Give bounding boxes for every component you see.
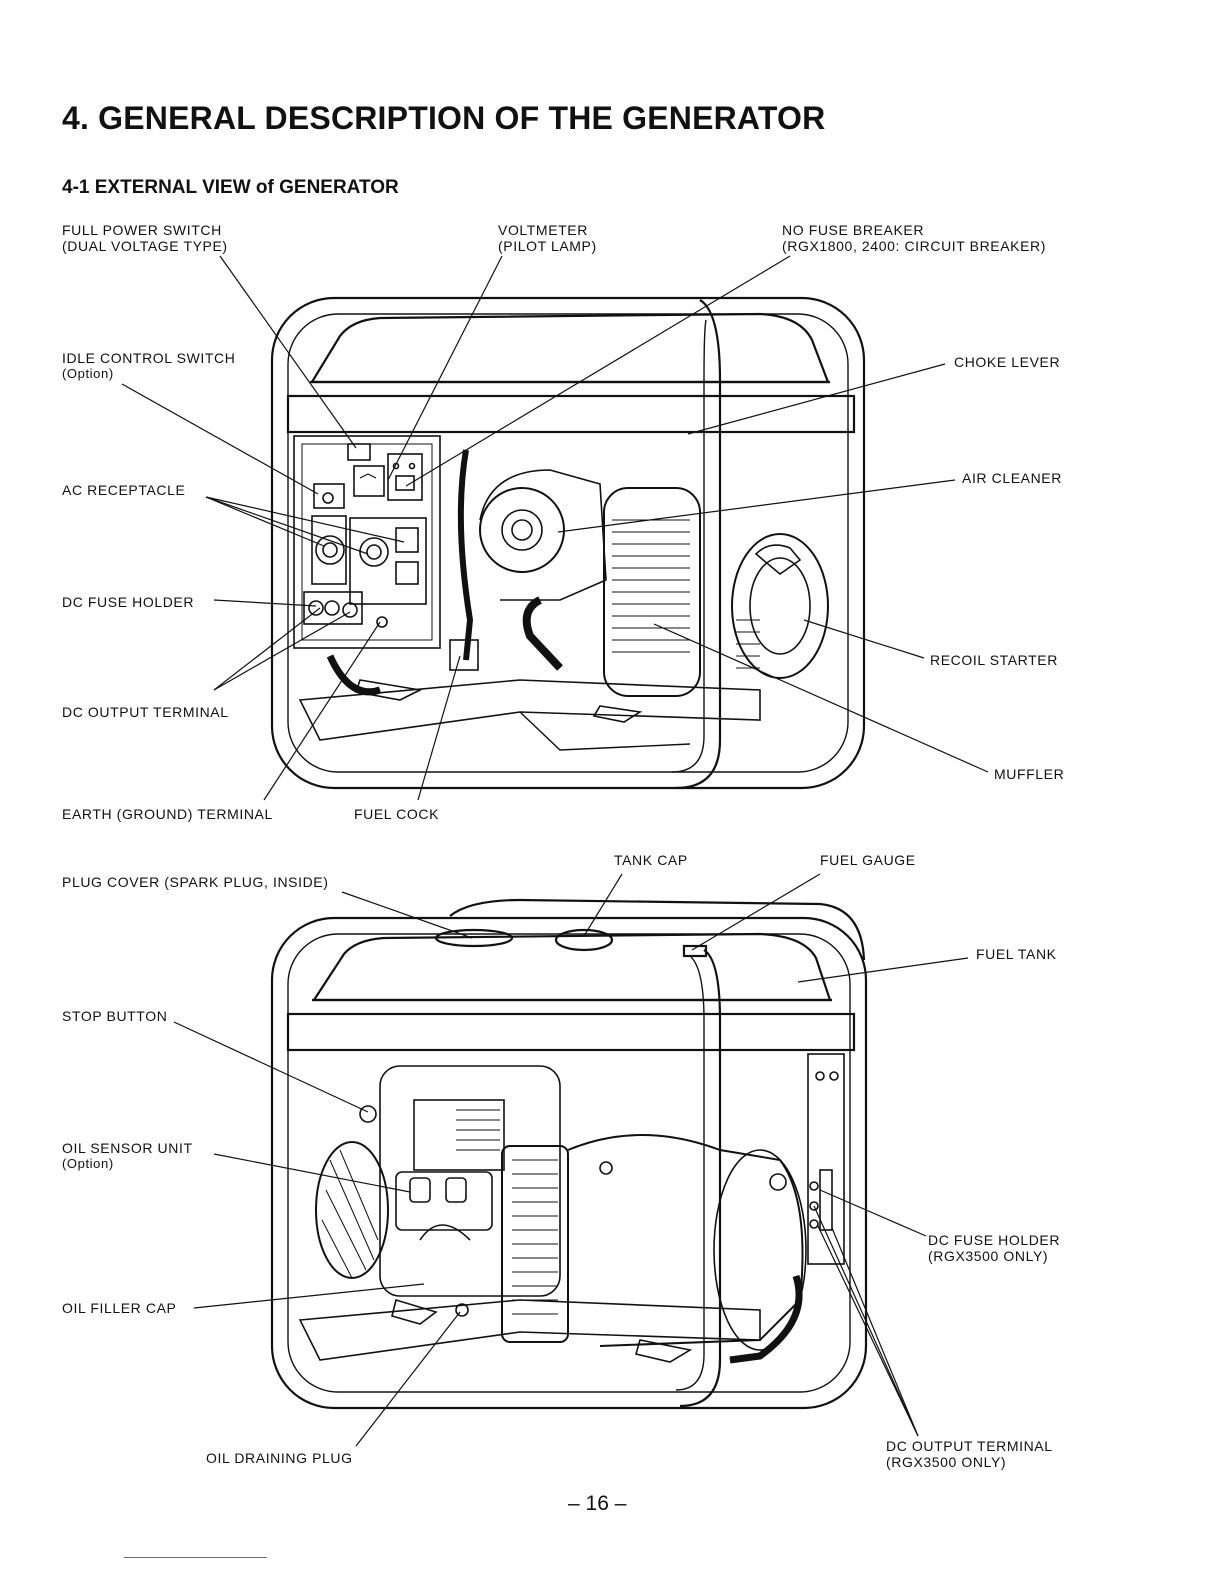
label-stop-button: STOP BUTTON xyxy=(62,1008,168,1024)
footer-rule xyxy=(124,1557,267,1558)
page-heading: 4. GENERAL DESCRIPTION OF THE GENERATOR xyxy=(62,100,826,136)
label-oil-sensor-unit: OIL SENSOR UNIT (Option) xyxy=(62,1140,193,1172)
label-fuel-gauge: FUEL GAUGE xyxy=(820,852,916,868)
label-voltmeter-title: VOLTMETER xyxy=(498,222,588,238)
label-dc-fuse-holder-front: DC FUSE HOLDER xyxy=(62,594,195,610)
label-no-fuse-breaker-title: NO FUSE BREAKER xyxy=(782,222,925,238)
label-idle-control-switch-note: (Option) xyxy=(62,366,114,381)
label-dc-fuse-holder-rear-note: (RGX3500 ONLY) xyxy=(928,1248,1049,1264)
label-dc-fuse-holder-rear-title: DC FUSE HOLDER xyxy=(928,1232,1061,1248)
label-oil-sensor-unit-title: OIL SENSOR UNIT xyxy=(62,1140,193,1156)
label-voltmeter-note: (PILOT LAMP) xyxy=(498,238,597,254)
label-idle-control-switch-title: IDLE CONTROL SWITCH xyxy=(62,350,236,366)
label-idle-control-switch: IDLE CONTROL SWITCH (Option) xyxy=(62,350,235,382)
label-dc-output-terminal-front: DC OUTPUT TERMINAL xyxy=(62,704,229,720)
label-full-power-switch: FULL POWER SWITCH (DUAL VOLTAGE TYPE) xyxy=(62,222,228,254)
label-dc-output-terminal-rear-title: DC OUTPUT TERMINAL xyxy=(886,1438,1053,1454)
label-voltmeter: VOLTMETER (PILOT LAMP) xyxy=(498,222,597,254)
label-full-power-switch-title: FULL POWER SWITCH xyxy=(62,222,222,238)
section-heading: 4-1 EXTERNAL VIEW of GENERATOR xyxy=(62,177,399,198)
label-ac-receptacle: AC RECEPTACLE xyxy=(62,482,186,498)
label-choke-lever: CHOKE LEVER xyxy=(954,354,1061,370)
label-dc-output-terminal-rear-note: (RGX3500 ONLY) xyxy=(886,1454,1007,1470)
label-earth-terminal: EARTH (GROUND) TERMINAL xyxy=(62,806,273,822)
label-muffler: MUFFLER xyxy=(994,766,1065,782)
label-no-fuse-breaker-note: (RGX1800, 2400: CIRCUIT BREAKER) xyxy=(782,238,1047,254)
label-dc-output-terminal-rear: DC OUTPUT TERMINAL (RGX3500 ONLY) xyxy=(886,1438,1053,1470)
label-fuel-tank: FUEL TANK xyxy=(976,946,1057,962)
label-oil-filler-cap: OIL FILLER CAP xyxy=(62,1300,177,1316)
label-tank-cap: TANK CAP xyxy=(614,852,688,868)
label-plug-cover: PLUG COVER (SPARK PLUG, INSIDE) xyxy=(62,874,329,890)
label-fuel-cock: FUEL COCK xyxy=(354,806,440,822)
page-number: – 16 – xyxy=(568,1492,627,1515)
label-full-power-switch-note: (DUAL VOLTAGE TYPE) xyxy=(62,238,228,254)
label-recoil-starter: RECOIL STARTER xyxy=(930,652,1058,668)
label-dc-fuse-holder-rear: DC FUSE HOLDER (RGX3500 ONLY) xyxy=(928,1232,1060,1264)
label-no-fuse-breaker: NO FUSE BREAKER (RGX1800, 2400: CIRCUIT … xyxy=(782,222,1046,254)
label-air-cleaner: AIR CLEANER xyxy=(962,470,1062,486)
label-oil-draining-plug: OIL DRAINING PLUG xyxy=(206,1450,353,1466)
label-oil-sensor-unit-note: (Option) xyxy=(62,1156,114,1171)
